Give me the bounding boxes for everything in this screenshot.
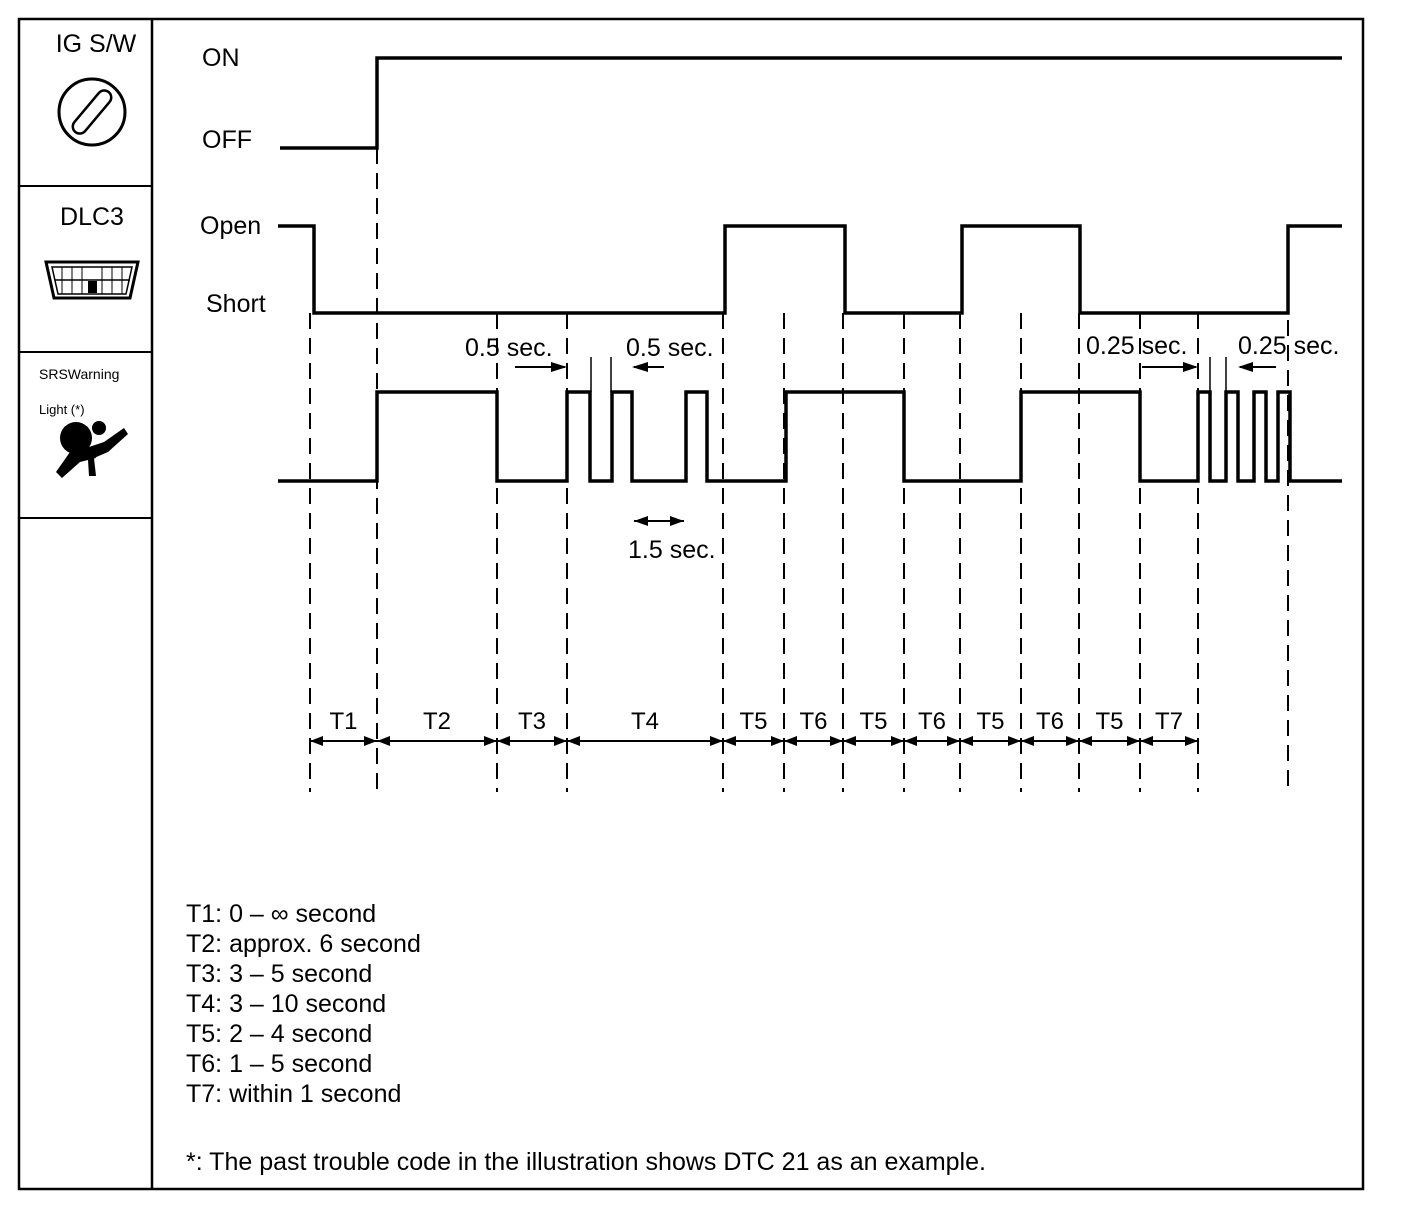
interval-arrowhead-left-10 [1079,736,1092,746]
quarter-second-annotation [1142,357,1276,392]
interval-label-2: T3 [518,708,546,735]
interval-label-7: T6 [918,708,946,735]
quarter-second-left-label: 0.25 sec. [1086,332,1187,360]
interval-label-9: T6 [1036,708,1064,735]
interval-arrowhead-left-3 [567,736,580,746]
legend-line-1: T2: approx. 6 second [186,930,421,958]
interval-label-11: T7 [1155,708,1183,735]
half-second-left-label: 0.5 sec. [465,334,553,362]
interval-arrowhead-right-9 [1066,736,1079,746]
legend-line-0: T1: 0 – ∞ second [186,900,376,928]
quarter-second-right-label: 0.25 sec. [1238,332,1339,360]
dlc3-connector-icon [44,260,140,300]
dlc-open-label: Open [200,212,261,240]
half-second-annotation [515,357,664,392]
srs-warning-label: SRSWarning [39,366,119,382]
legend-line-4: T5: 2 – 4 second [186,1020,372,1048]
interval-arrowhead-left-0 [310,736,323,746]
dlc3-waveform [278,224,1342,315]
interval-arrowhead-right-0 [364,736,377,746]
interval-arrowhead-right-3 [710,736,723,746]
interval-label-6: T5 [859,708,887,735]
interval-label-5: T6 [799,708,827,735]
airbag-warning-icon [56,421,128,478]
legend-line-6: T7: within 1 second [186,1080,401,1108]
interval-arrowhead-right-11 [1185,736,1198,746]
dlc3-label: DLC3 [60,203,124,231]
interval-arrowhead-right-7 [947,736,960,746]
interval-arrowhead-right-10 [1127,736,1140,746]
ig-on-label: ON [202,44,240,72]
legend-line-2: T3: 3 – 5 second [186,960,372,988]
interval-label-0: T1 [329,708,357,735]
ignition-key-icon [57,77,127,147]
srs-light-label: Light (*) [39,402,85,417]
ig-switch-label: IG S/W [56,30,137,58]
interval-dimensions: T1 T2 T3 T4 T5 T6 T5 T6 T5 T6 T5 T7 [310,708,1198,746]
interval-arrowhead-left-9 [1021,736,1034,746]
interval-arrowhead-left-7 [904,736,917,746]
interval-arrowhead-left-8 [960,736,973,746]
interval-arrowhead-left-4 [723,736,736,746]
interval-arrowhead-right-2 [554,736,567,746]
interval-label-10: T5 [1095,708,1123,735]
legend-line-5: T6: 1 – 5 second [186,1050,372,1078]
interval-arrowhead-left-6 [843,736,856,746]
dlc-short-label: Short [206,290,266,318]
interval-label-8: T5 [976,708,1004,735]
ig-switch-waveform [280,56,1342,150]
srs-light-waveform [278,390,1342,483]
interval-arrowhead-right-1 [484,736,497,746]
interval-arrowhead-right-8 [1008,736,1021,746]
interval-label-1: T2 [423,708,451,735]
one-half-second-label: 1.5 sec. [628,536,716,564]
legend-line-3: T4: 3 – 10 second [186,990,386,1018]
interval-arrowhead-left-2 [497,736,510,746]
interval-arrowhead-left-11 [1140,736,1153,746]
interval-label-3: T4 [631,708,659,735]
diagram-border [17,17,1365,1191]
half-second-right-label: 0.5 sec. [626,334,714,362]
interval-arrowhead-right-6 [891,736,904,746]
interval-arrowhead-right-4 [771,736,784,746]
interval-arrowhead-left-5 [784,736,797,746]
interval-arrowhead-left-1 [377,736,390,746]
ig-off-label: OFF [202,126,252,154]
footnote: *: The past trouble code in the illustra… [186,1148,986,1176]
interval-label-4: T5 [739,708,767,735]
interval-arrowhead-right-5 [830,736,843,746]
one-half-second-annotation [634,516,684,526]
